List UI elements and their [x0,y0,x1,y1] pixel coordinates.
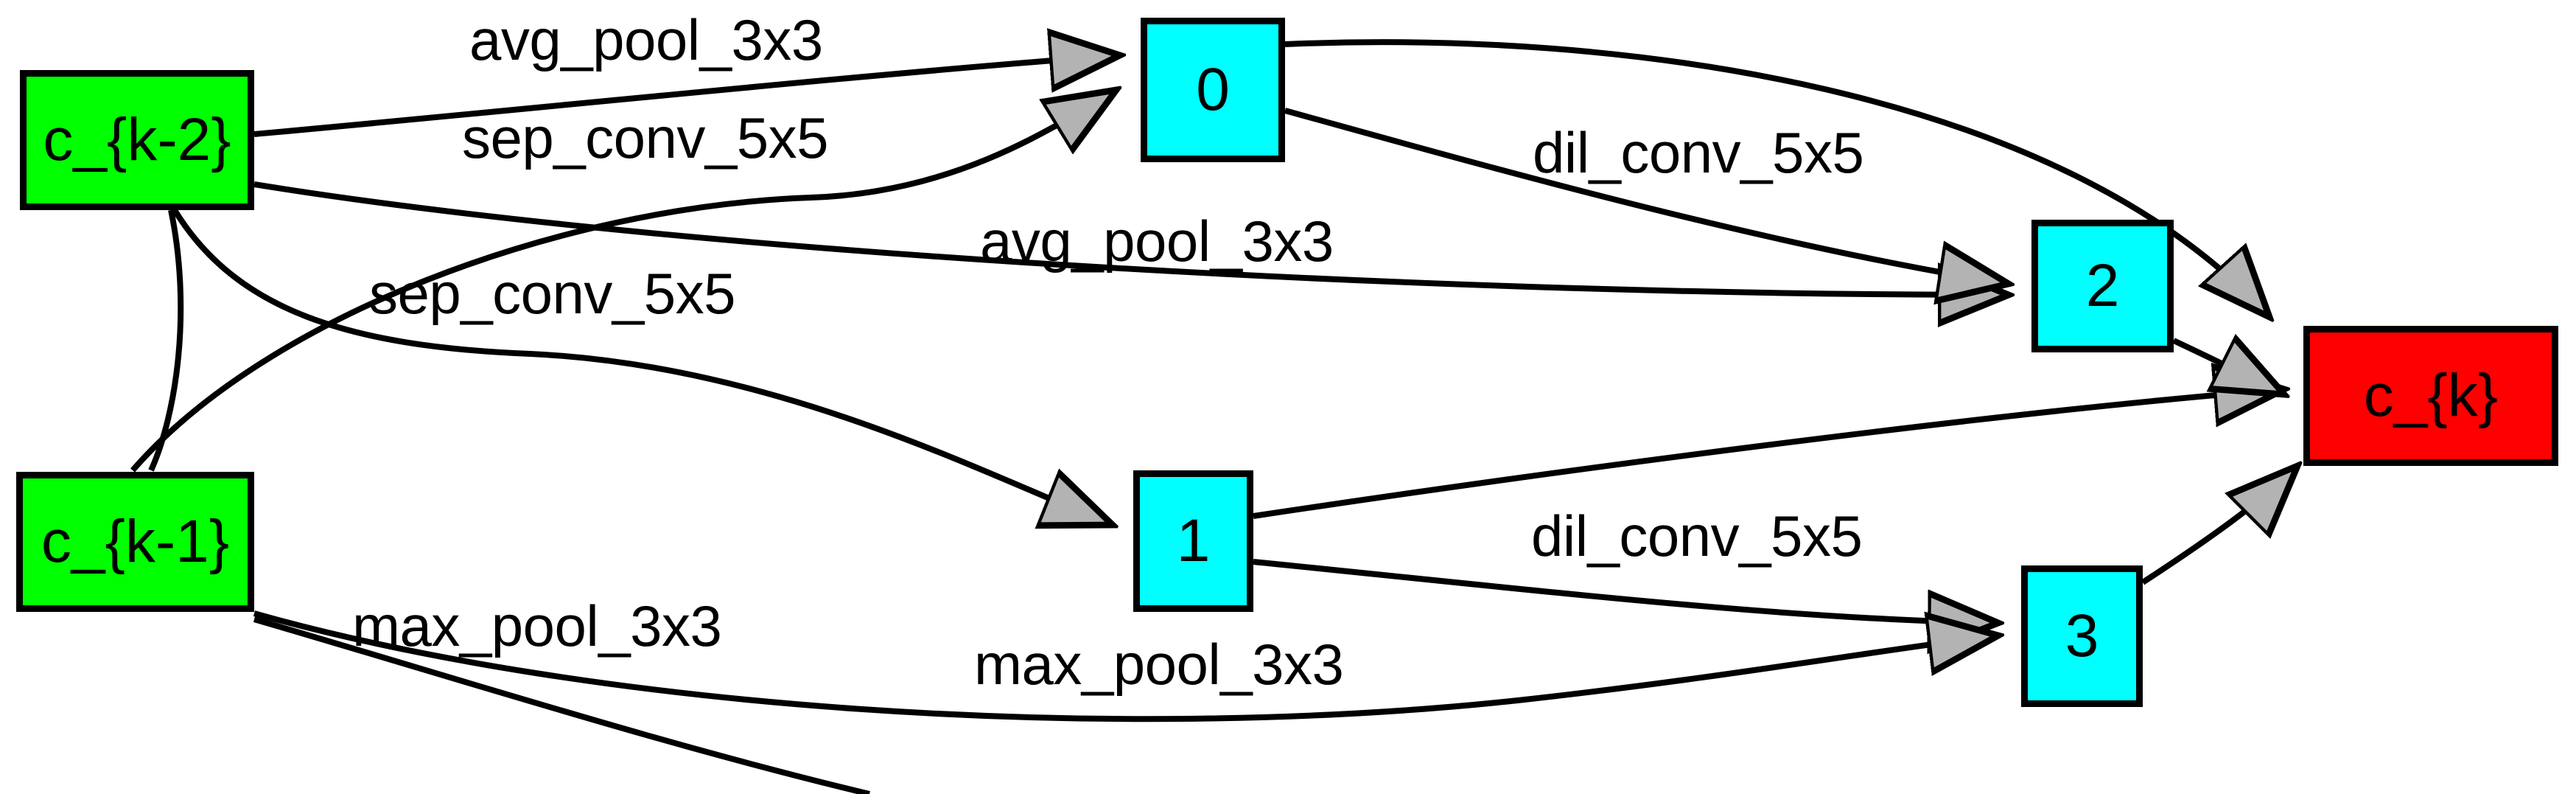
node-2-label: 2 [2085,252,2120,319]
edge-label-sep-conv-5x5-top: sep_conv_5x5 [462,105,829,170]
edge-1-to-3 [1253,559,1998,623]
edge-ck2-to-0 [253,55,1120,137]
edge-ck1-to-3 [253,610,1998,722]
node-ck-label: c_{k} [2363,362,2499,429]
edge-label-avg-pool-3x3-top: avg_pool_3x3 [469,7,823,72]
edge-crossing-tail [148,209,184,472]
edge-label-avg-pool-3x3-mid: avg_pool_3x3 [980,209,1334,274]
edge-label-dil-conv-5x5-bottom: dil_conv_5x5 [1531,504,1863,568]
edge-ck1-to-0 [130,90,1116,473]
edge-label-sep-conv-5x5-mid: sep_conv_5x5 [369,261,736,326]
node-3[interactable]: 3 [2021,565,2143,707]
node-1-label: 1 [1176,507,1211,574]
node-ck[interactable]: c_{k} [2303,326,2558,466]
node-2[interactable]: 2 [2031,220,2174,352]
edge-label-max-pool-3x3-bottom: max_pool_3x3 [974,632,1344,697]
edge-3-to-ck [2141,466,2297,585]
node-0[interactable]: 0 [1141,18,1285,162]
node-0-label: 0 [1196,56,1230,123]
node-ck2-label: c_{k-2} [43,106,231,173]
edge-label-max-pool-3x3-left: max_pool_3x3 [352,593,722,658]
edge-2-to-ck [2172,341,2284,394]
edge-ck2-to-2 [253,181,2009,295]
node-ck2[interactable]: c_{k-2} [20,70,254,210]
edge-1-to-ck [1253,389,2284,519]
node-1[interactable]: 1 [1133,470,1253,612]
edge-ck2-to-1 [172,208,1113,525]
edge-ck1-bottom-tail [253,616,870,794]
edge-0-to-2 [1284,108,2009,284]
node-ck1[interactable]: c_{k-1} [16,472,254,612]
node-ck1-label: c_{k-1} [41,508,230,575]
node-3-label: 3 [2065,602,2099,669]
edge-label-dil-conv-5x5-top: dil_conv_5x5 [1533,120,1864,185]
